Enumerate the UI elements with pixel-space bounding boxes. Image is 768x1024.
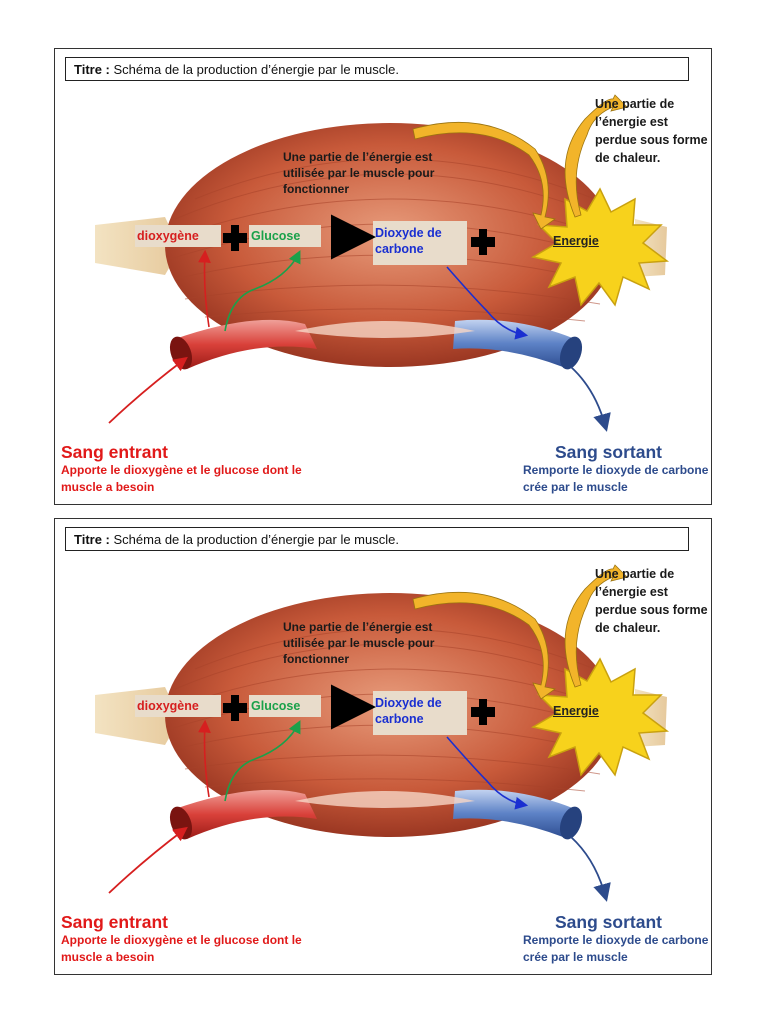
energy-star <box>530 187 670 307</box>
heat-arrow-1 <box>412 121 556 230</box>
blood-out-title: Sang sortant <box>555 912 662 932</box>
artery <box>175 789 317 839</box>
plus-sign-1 <box>223 695 247 721</box>
energy-label: Energie <box>553 704 599 718</box>
heat-arrow-2 <box>564 564 628 688</box>
title-box: Titre : Schéma de la production d’énergi… <box>65 57 689 81</box>
diagram-panel-2: Titre : Schéma de la production d’énergi… <box>54 518 712 975</box>
vein-opening <box>559 806 583 840</box>
muscle-diagram <box>95 94 670 432</box>
co2-label: Dioxyde de carbone <box>375 696 442 726</box>
vein-opening <box>559 336 583 370</box>
co2-arrow <box>446 266 529 340</box>
heat-arrow-1 <box>412 591 556 700</box>
glucose-label: Glucose <box>251 229 301 243</box>
glucose-chip <box>249 225 321 247</box>
used-energy-note: Une partie de l’énergie est utilisée par… <box>283 620 435 666</box>
title-box: Titre : Schéma de la production d’énergi… <box>65 527 689 551</box>
blood-out-arrow <box>570 366 611 432</box>
glucose-arrow <box>224 250 301 332</box>
energy-label: Energie <box>553 234 599 248</box>
oxygen-chip <box>135 225 221 247</box>
used-energy-note: Une partie de l’énergie est utilisée par… <box>283 150 435 196</box>
energy-star <box>530 657 670 777</box>
blood-in-title: Sang entrant <box>61 442 168 462</box>
oxygen-arrow <box>198 719 211 798</box>
muscle-diagram <box>95 564 670 902</box>
oxygen-label: dioxygène <box>137 699 199 713</box>
plus-sign-2 <box>471 229 495 255</box>
diagram-panel-1: Titre : Schéma de la production d’énergi… <box>54 48 712 505</box>
oxygen-chip <box>135 695 221 717</box>
co2-label: Dioxyde de carbone <box>375 226 442 256</box>
co2-arrow <box>446 736 529 810</box>
blood-in-title: Sang entrant <box>61 912 168 932</box>
oxygen-arrow <box>198 249 211 328</box>
title-prefix: Titre : <box>74 62 110 77</box>
co2-chip <box>373 221 467 265</box>
glucose-label: Glucose <box>251 699 301 713</box>
blood-in-arrow <box>108 826 188 894</box>
plus-sign-1 <box>223 225 247 251</box>
plus-sign-2 <box>471 699 495 725</box>
blood-in-arrow <box>108 356 188 424</box>
heat-arrow-2 <box>564 94 628 218</box>
vein <box>453 319 575 367</box>
co2-chip <box>373 691 467 735</box>
vein <box>453 789 575 837</box>
artery <box>175 319 317 369</box>
heat-loss-note: Une partie de l’énergie est perdue sous … <box>595 97 708 165</box>
oxygen-label: dioxygène <box>137 229 199 243</box>
blood-out-description: Remporte le dioxyde de carbone crée par … <box>523 933 709 964</box>
blood-out-description: Remporte le dioxyde de carbone crée par … <box>523 463 709 494</box>
blood-in-description: Apporte le dioxygène et le glucose dont … <box>61 463 302 494</box>
blood-out-arrow <box>570 836 611 902</box>
blood-out-title: Sang sortant <box>555 442 662 462</box>
title-text: Schéma de la production d’énergie par le… <box>113 532 399 547</box>
title-prefix: Titre : <box>74 532 110 547</box>
title-text: Schéma de la production d’énergie par le… <box>113 62 399 77</box>
heat-loss-note: Une partie de l’énergie est perdue sous … <box>595 567 708 635</box>
blood-in-description: Apporte le dioxygène et le glucose dont … <box>61 933 302 964</box>
glucose-chip <box>249 695 321 717</box>
glucose-arrow <box>224 720 301 802</box>
